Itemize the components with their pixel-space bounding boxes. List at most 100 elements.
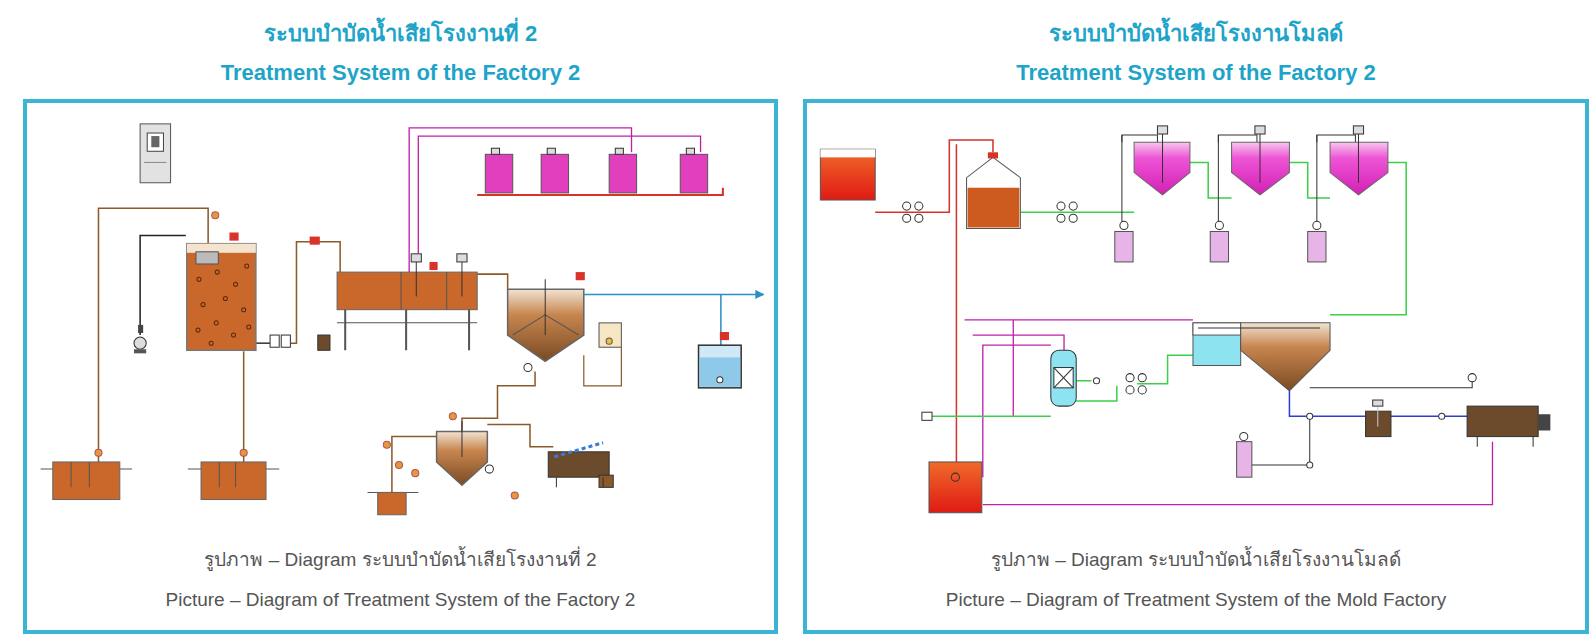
process-pipe-part bbox=[1316, 135, 1317, 228]
effluent-tank-part bbox=[700, 357, 741, 386]
panel-caption-en: Picture – Diagram of Treatment System of… bbox=[807, 589, 1585, 612]
brown-pipe-part bbox=[477, 274, 507, 289]
panel-title: ระบบบำบัดน้ำเสียโรงงานที่ 2 bbox=[27, 21, 774, 47]
sludge-tank-part bbox=[1373, 400, 1383, 406]
reaction-tanks-part bbox=[416, 259, 417, 297]
filter-vessel-part bbox=[1054, 368, 1073, 388]
aeration-tank-part-part bbox=[214, 321, 218, 325]
belt-press-part bbox=[511, 492, 518, 499]
chemical-tank-part bbox=[686, 148, 694, 154]
chemical-tank-part bbox=[680, 154, 707, 193]
process-pipe-part bbox=[1137, 355, 1193, 383]
air-blower-part bbox=[134, 337, 146, 349]
return-tank-part bbox=[951, 473, 959, 481]
pump-pair-part bbox=[1093, 378, 1099, 384]
panel-box: ระบบบำบัดน้ำเสียโรงงานที่ 2Treatment Sys… bbox=[23, 99, 778, 634]
chemical-tank-part bbox=[541, 154, 568, 193]
reaction-tanks-part bbox=[429, 262, 437, 270]
aeration-tank-part-part bbox=[201, 303, 205, 307]
sludge-tank-part bbox=[1439, 413, 1445, 419]
filter-vessel-part bbox=[922, 412, 932, 420]
reaction-tank-part bbox=[1259, 132, 1260, 183]
panel-title: ระบบบำบัดน้ำเสียโรงงานโมลด์ bbox=[807, 21, 1585, 47]
filter-press-part bbox=[1477, 437, 1478, 447]
air-blower-part bbox=[138, 325, 143, 333]
process-pipe-part bbox=[1076, 386, 1117, 401]
pump-pair-part bbox=[310, 237, 320, 245]
aeration-tank bbox=[187, 212, 256, 351]
sludge-thickener-part bbox=[462, 372, 535, 432]
reaction-tank-part bbox=[1157, 126, 1167, 134]
sump-tank-part bbox=[201, 462, 266, 500]
sludge-tank-part bbox=[1307, 413, 1313, 419]
process-illustration-part bbox=[41, 124, 1551, 515]
clarifier bbox=[1193, 323, 1330, 391]
equalization-tank-part bbox=[988, 152, 998, 158]
clarifier-part bbox=[1241, 323, 1330, 391]
sump-tank-part bbox=[235, 462, 236, 487]
equalization-tank-part bbox=[967, 157, 1021, 228]
panel-subtitle: Treatment System of the Factory 2 bbox=[27, 60, 774, 86]
sludge-pit-part bbox=[395, 461, 402, 468]
sludge-tank-part bbox=[1468, 374, 1476, 382]
sump-tank-part bbox=[71, 462, 72, 487]
pump-pair-part bbox=[915, 202, 923, 210]
clarifier-part bbox=[1193, 323, 1241, 335]
belt-press-part bbox=[599, 475, 613, 487]
brown-pipe-part bbox=[140, 236, 186, 335]
equalization-tank-part bbox=[968, 188, 1020, 228]
sump-tank bbox=[41, 449, 280, 499]
process-pipe-part bbox=[1218, 135, 1219, 228]
reaction-tanks-part bbox=[461, 259, 462, 297]
dosing-tank-part bbox=[1240, 433, 1248, 441]
process-pipe-part bbox=[1013, 320, 1014, 416]
pump-pair-part bbox=[1138, 386, 1146, 394]
return-tank-part bbox=[929, 462, 982, 513]
chemical-tank-part bbox=[547, 148, 555, 154]
sludge-thickener-part bbox=[392, 437, 437, 493]
clarifier-part bbox=[1193, 323, 1241, 366]
aeration-tank-part bbox=[229, 233, 238, 241]
pump-pair-part bbox=[1057, 214, 1065, 222]
aeration-tank-part bbox=[196, 252, 218, 264]
reaction-tanks-part bbox=[457, 254, 467, 262]
sludge-thickener bbox=[392, 347, 621, 492]
sludge-tank bbox=[1307, 374, 1477, 468]
process-pipe-part bbox=[973, 335, 1064, 350]
dosing-tank-part bbox=[1215, 221, 1223, 229]
filter-press-part bbox=[1467, 406, 1538, 436]
pump-pair-part bbox=[281, 335, 290, 347]
brown-pipe-part bbox=[290, 242, 340, 344]
process-pipe-part bbox=[932, 416, 1051, 418]
aeration-tank-part-part bbox=[209, 341, 213, 345]
chemical-tank-part bbox=[609, 154, 636, 193]
air-blower-part bbox=[134, 349, 146, 353]
process-pipe-part bbox=[1251, 416, 1310, 465]
pump-pair-part bbox=[1138, 374, 1146, 382]
pump-pair-part bbox=[915, 214, 923, 222]
reaction-tanks-part bbox=[405, 310, 407, 351]
clarifier bbox=[508, 272, 622, 371]
belt-press-part bbox=[554, 443, 603, 457]
aeration-tank-part-part bbox=[197, 277, 201, 281]
reaction-tank-part bbox=[1353, 126, 1363, 134]
sludge-pit-part bbox=[412, 470, 419, 477]
control-panel-part bbox=[147, 133, 163, 151]
belt-press-part bbox=[603, 477, 604, 487]
collection-tank-part bbox=[820, 149, 875, 200]
brown-pipe bbox=[98, 208, 507, 465]
clarifier-part bbox=[576, 272, 585, 280]
clarifier-part bbox=[545, 279, 546, 335]
process-pipe-part bbox=[965, 319, 1193, 320]
aeration-tank-part-part bbox=[196, 328, 200, 332]
panel-box: ระบบบำบัดน้ำเสียโรงงานโมลด์Treatment Sys… bbox=[803, 99, 1589, 634]
dosing-tank-part bbox=[1313, 221, 1321, 229]
collection-tank bbox=[820, 149, 875, 200]
filter-vessel-part bbox=[1054, 368, 1073, 388]
pump-pair-part bbox=[903, 202, 911, 210]
aeration-tank-part-part bbox=[231, 333, 235, 337]
reaction-tanks-part bbox=[468, 310, 470, 351]
dosing-tank-part bbox=[1120, 221, 1128, 229]
filter-press bbox=[1467, 406, 1550, 447]
